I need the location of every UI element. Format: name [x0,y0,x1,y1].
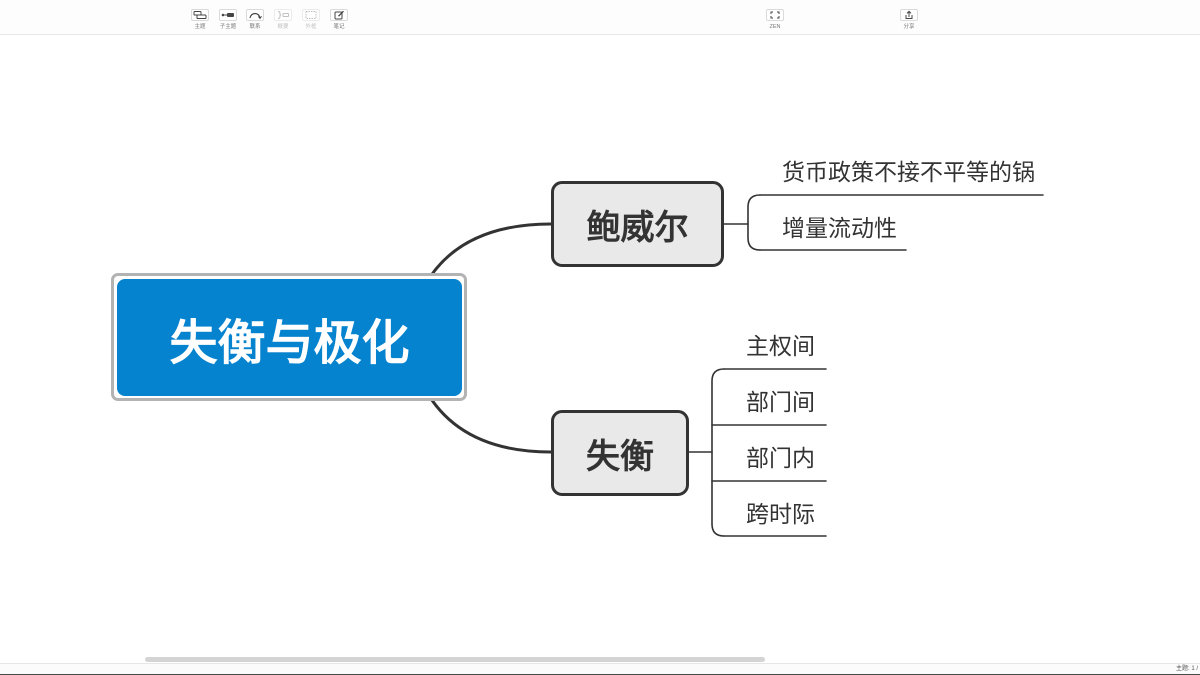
summary-icon [274,9,292,21]
branch-topic-2[interactable]: 失衡 [551,410,689,496]
branch-topic-1[interactable]: 鲍威尔 [551,181,724,267]
connector-central-to-branch-2 [423,387,553,454]
share-button[interactable]: 分享 [896,9,922,33]
connector-layer [423,194,1044,537]
relationship-icon [246,9,264,21]
mindmap-canvas[interactable]: 失衡与极化 鲍威尔 失衡 货币政策不接不平等的锅 增量流动性 主权间 部门间 部… [0,0,1200,657]
central-topic-label: 失衡与极化 [169,316,410,370]
zen-mode-label: ZEN [769,24,781,30]
insert-topic-label: 主题 [194,24,206,30]
share-label: 分享 [903,24,915,30]
branch-topic-2-label: 失衡 [586,437,654,476]
subtopic-2-4[interactable]: 跨时际 [746,501,815,527]
topic-count-text: 主题: 1 / [1175,666,1198,672]
relationship-label: 联系 [249,24,261,30]
share-icon [900,9,918,21]
note-button[interactable]: 笔记 [326,9,352,33]
subtopic-1-2[interactable]: 增量流动性 [782,215,897,241]
subtopic-icon [219,9,237,21]
insert-subtopic-label: 子主题 [219,24,237,30]
boundary-button: 外框 [298,9,324,33]
zen-mode-button[interactable]: ZEN [762,9,788,33]
summary-label: 概要 [277,24,289,30]
horizontal-scrollbar-thumb[interactable] [145,657,765,662]
boundary-label: 外框 [305,24,317,30]
zen-mode-icon [766,9,784,21]
subtopic-2-1[interactable]: 主权间 [746,333,815,359]
subtopic-2-3[interactable]: 部门内 [746,445,815,471]
subtopic-1-1[interactable]: 货币政策不接不平等的锅 [782,159,1035,185]
summary-button: 概要 [270,9,296,33]
central-topic[interactable]: 失衡与极化 [117,279,462,396]
insert-subtopic-button[interactable]: 子主题 [215,9,241,33]
top-toolbar: 主题 子主题 联系 概要 外框 [0,0,1200,35]
note-label: 笔记 [333,24,345,30]
subtopic-2-2[interactable]: 部门间 [746,389,815,415]
insert-topic-button[interactable]: 主题 [187,9,213,33]
topic-icon [191,9,209,21]
connector-central-to-branch-1 [423,222,553,287]
boundary-icon [302,9,320,21]
note-icon [330,9,348,21]
relationship-button[interactable]: 联系 [242,9,268,33]
status-bar: 主题: 1 / [0,663,1200,674]
connector-branch-2-bracket [711,368,725,537]
connector-branch-1-bracket [747,194,761,251]
branch-topic-1-label: 鲍威尔 [586,208,689,247]
